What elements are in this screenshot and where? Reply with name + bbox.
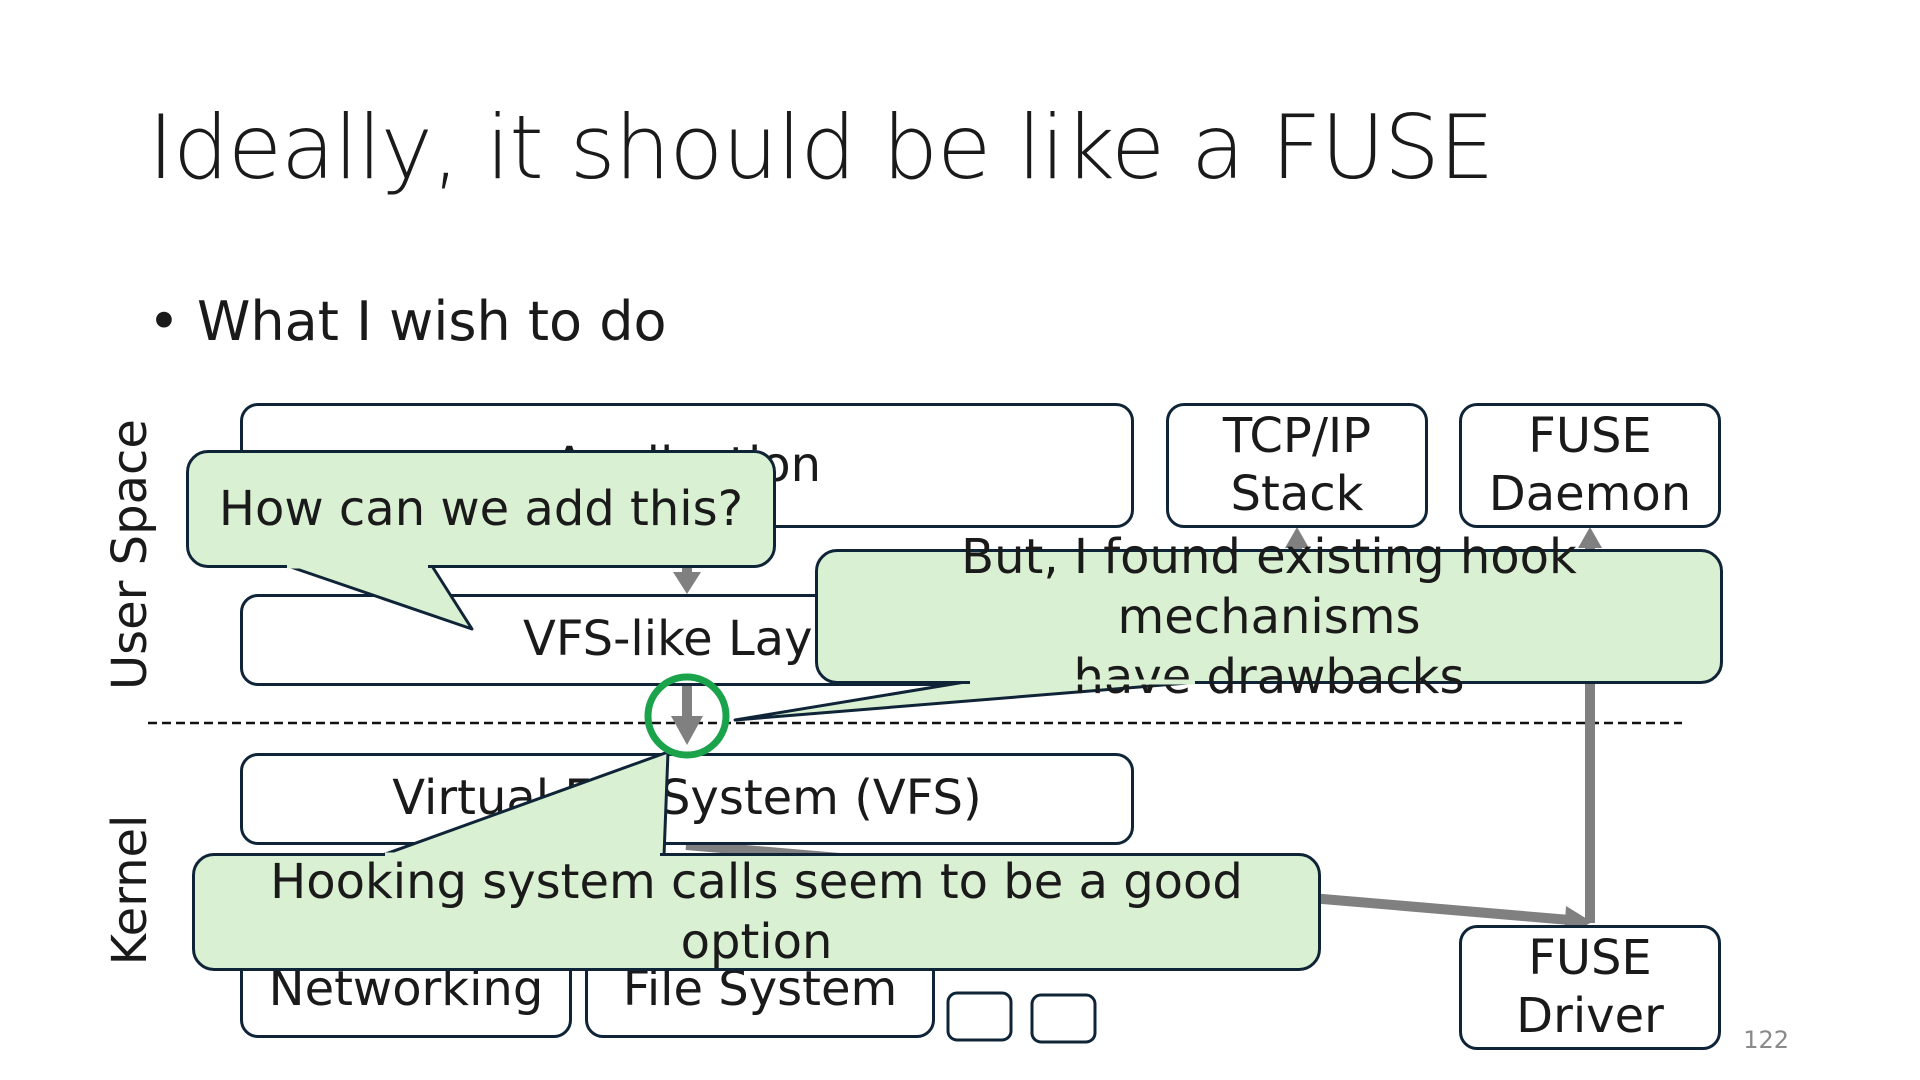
callout-add-this: How can we add this? [186, 450, 776, 568]
callout-syscalls: Hooking system calls seem to be a good o… [192, 853, 1321, 971]
fuse-driver-box: FUSE Driver [1459, 925, 1721, 1050]
hook-point-highlight-circle [644, 673, 730, 759]
arrowhead-to-daemon [1578, 527, 1602, 548]
arrowhead-to-tcpip [1285, 527, 1309, 548]
tcpip-stack-box: TCP/IP Stack [1166, 403, 1428, 528]
vfs-like-layer-label: VFS-like Layer [523, 611, 862, 668]
fuse-daemon-line1: FUSE [1528, 407, 1652, 464]
callout-drawbacks: But, I found existing hook mechanisms ha… [815, 529, 1723, 705]
fuse-daemon-box: FUSE Daemon [1459, 403, 1721, 528]
small-kernel-box-2 [1030, 993, 1097, 1044]
arrowhead-vfslike-to-vfs [671, 716, 703, 745]
tcpip-line1: TCP/IP [1222, 407, 1372, 464]
bullet-point: • What I wish to do [148, 290, 667, 353]
slide-title: Ideally, it should be like a FUSE [148, 96, 1494, 199]
fuse-driver-line2: Driver [1516, 987, 1664, 1044]
small-kernel-box-1 [946, 991, 1013, 1042]
callout-drawbacks-line1: But, I found existing hook mechanisms [961, 528, 1577, 645]
page-number: 122 [1743, 1026, 1789, 1054]
fuse-daemon-line2: Daemon [1488, 465, 1692, 522]
arrowhead-app-to-vfslike [673, 572, 701, 594]
fuse-driver-line1: FUSE [1528, 929, 1652, 986]
tcpip-line2: Stack [1230, 465, 1364, 522]
callout-drawbacks-line2: have drawbacks [1073, 648, 1465, 705]
